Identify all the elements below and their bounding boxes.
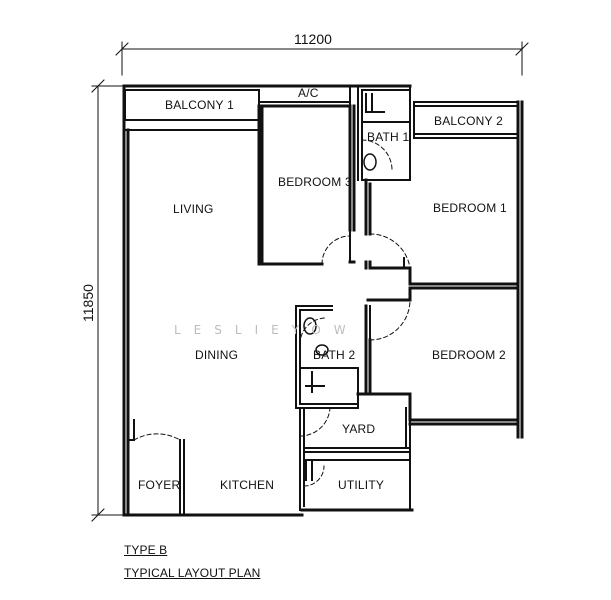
- toilet-fixture-bath-2: [303, 317, 329, 356]
- room-label-kitchen: KITCHEN: [220, 478, 274, 492]
- room-label-bath-1: BATH 1: [367, 130, 409, 144]
- room-label-balcony-1: BALCONY 1: [165, 98, 234, 112]
- room-label-bedroom-1: BEDROOM 1: [433, 201, 507, 215]
- room-label-living: LIVING: [173, 202, 214, 216]
- room-label-utility: UTILITY: [338, 478, 384, 492]
- door-swings: [133, 139, 411, 487]
- outer-walls: [122, 84, 524, 517]
- bath-2-walls: [295, 305, 359, 409]
- balcony-2-walls: [413, 101, 519, 139]
- bedroom-2-walls: [356, 286, 520, 426]
- room-label-bedroom-2: BEDROOM 2: [432, 348, 506, 362]
- bath-1-walls: [357, 85, 411, 181]
- utility-walls: [303, 451, 411, 511]
- room-label-balcony-2: BALCONY 2: [434, 114, 503, 128]
- room-label-yard: YARD: [342, 422, 375, 436]
- door-leaves: [133, 229, 405, 441]
- bedroom-1-walls: [364, 178, 520, 290]
- height-dimension-label: 11850: [80, 284, 96, 322]
- room-label-dining: DINING: [195, 348, 238, 362]
- width-dimension-line: [115, 41, 529, 76]
- height-dimension-line: [91, 79, 125, 522]
- bedroom-3-walls: [257, 104, 356, 266]
- plan-title-caption: TYPICAL LAYOUT PLAN: [124, 566, 261, 580]
- room-label-bedroom-3: BEDROOM 3: [278, 175, 352, 189]
- toilet-fixture-bath-1: [363, 153, 377, 171]
- room-label-ac: A/C: [298, 86, 319, 100]
- plan-type-caption: TYPE B: [124, 543, 168, 557]
- yard-walls: [299, 407, 411, 511]
- room-label-bath-2: BATH 2: [313, 348, 355, 362]
- width-dimension-label: 11200: [294, 31, 332, 47]
- watermark: LESLIEYOW: [174, 323, 359, 337]
- room-label-foyer: FOYER: [138, 478, 180, 492]
- ac-ledge: [258, 85, 351, 107]
